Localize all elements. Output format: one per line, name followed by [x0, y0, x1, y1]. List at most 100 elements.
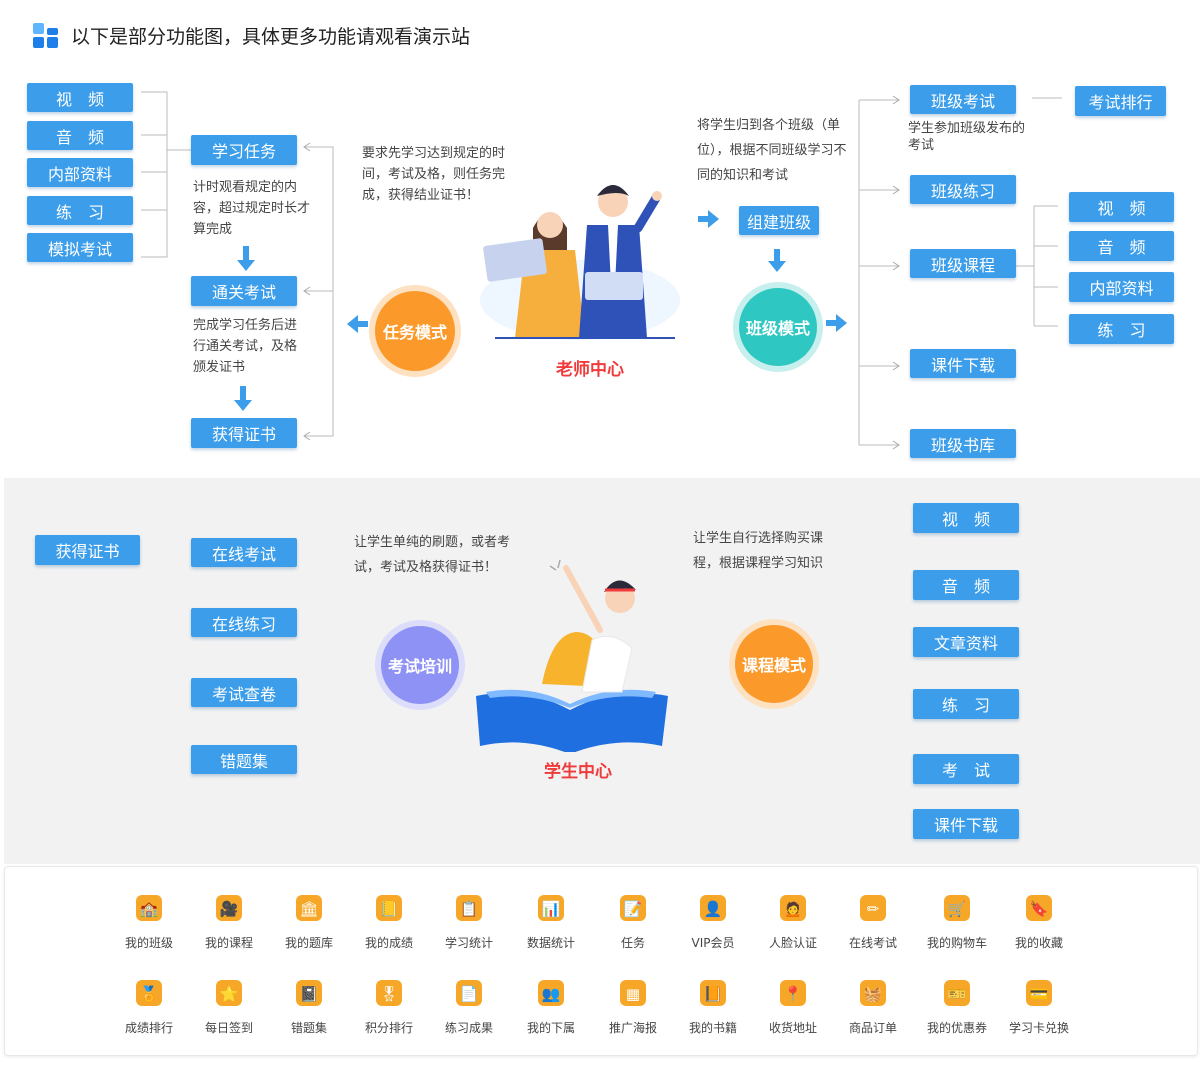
feature-location[interactable]: 📍收货地址: [753, 975, 833, 1036]
svg-text:🏅: 🏅: [140, 985, 159, 1003]
feature-vip[interactable]: 👤 VIP会员: [673, 890, 753, 951]
feature-label: 在线考试: [848, 936, 897, 950]
feature-qrcode[interactable]: ▦ 推广海报: [593, 975, 673, 1036]
course-download[interactable]: 课件下载: [913, 809, 1019, 839]
task-step-study-desc: 计时观看规定的内容，超过规定时长才算完成: [193, 180, 311, 237]
feature-basket[interactable]: 🧺 商品订单: [833, 975, 913, 1036]
feature-pencil[interactable]: ✏ 在线考试: [833, 890, 913, 951]
basket-icon: 🧺: [855, 975, 891, 1011]
book-icon: 📙: [695, 975, 731, 1011]
class-exam-rank[interactable]: 考试排行: [1075, 86, 1166, 116]
location-icon: 📍: [775, 975, 811, 1011]
feature-label: 商品订单: [848, 1021, 897, 1035]
task-step-exam-desc: 完成学习任务后进行通关考试，及格颁发证书: [193, 318, 298, 375]
class-exam-desc: 学生参加班级发布的考试: [908, 121, 1026, 153]
svg-text:👥: 👥: [542, 985, 561, 1003]
student-illustration: [472, 559, 672, 754]
task-step-exam[interactable]: 通关考试: [191, 276, 297, 306]
feature-label: 练习成果: [444, 1021, 493, 1035]
svg-text:🎥: 🎥: [220, 900, 239, 918]
vip-icon: 👤: [695, 890, 731, 926]
feature-label: 数据统计: [526, 936, 575, 950]
feature-bank[interactable]: 🏛我的题库: [269, 890, 349, 951]
feature-signin[interactable]: ⭐每日签到: [189, 975, 269, 1036]
medal-book-icon: 📒: [371, 890, 407, 926]
student-online-practice[interactable]: 在线练习: [191, 608, 297, 637]
feature-cart[interactable]: 🛒 我的购物车: [917, 890, 997, 951]
class-course-audio[interactable]: 音 频: [1069, 231, 1174, 261]
student-cert[interactable]: 获得证书: [35, 535, 140, 565]
feature-card[interactable]: 💳学习卡兑换: [999, 975, 1079, 1036]
class-library[interactable]: 班级书库: [910, 429, 1016, 458]
svg-text:📍: 📍: [784, 985, 803, 1003]
course-audio[interactable]: 音 频: [913, 570, 1019, 600]
class-download[interactable]: 课件下载: [910, 349, 1016, 378]
teacher-left-internal[interactable]: 内部资料: [27, 158, 133, 187]
feature-edit-doc[interactable]: 📄 练习成果: [429, 975, 509, 1036]
edit-doc-icon: 📄: [451, 975, 487, 1011]
feature-panel: [4, 866, 1198, 1056]
feature-data[interactable]: 📊 数据统计: [511, 890, 591, 951]
task-mode-intro: 要求先学习达到规定的时间，考试及格，则任务完成，获得结业证书！: [362, 146, 506, 203]
feature-school[interactable]: 🏫我的班级: [109, 890, 189, 951]
class-course-internal[interactable]: 内部资料: [1069, 272, 1174, 302]
feature-coupon[interactable]: 🎫我的优惠券: [917, 975, 997, 1036]
qrcode-icon: ▦: [615, 975, 651, 1011]
teacher-left-mock-exam[interactable]: 模拟考试: [27, 233, 133, 262]
page-title: 以下是部分功能图，具体更多功能请观看演示站: [71, 26, 471, 48]
course-exam[interactable]: 考 试: [913, 754, 1019, 784]
svg-text:📊: 📊: [542, 900, 561, 918]
feature-book[interactable]: 📙我的书籍: [673, 975, 753, 1036]
feature-camera[interactable]: 🎥我的课程: [189, 890, 269, 951]
class-course[interactable]: 班级课程: [910, 249, 1016, 278]
feature-award[interactable]: 🏅成绩排行: [109, 975, 189, 1036]
student-exam-review[interactable]: 考试查卷: [191, 678, 297, 707]
feature-bookmark[interactable]: 🔖我的收藏: [999, 890, 1079, 951]
svg-text:🧺: 🧺: [864, 985, 883, 1003]
class-mode-circle[interactable]: 班级模式: [739, 288, 817, 366]
notebook-icon: 📓: [291, 975, 327, 1011]
class-mode-intro: 将学生归到各个班级（单位），根据不同班级学习不同的知识和考试: [697, 118, 847, 183]
arrow-down-1: [237, 246, 255, 271]
task-step-cert[interactable]: 获得证书: [191, 418, 297, 448]
task-icon: 📝: [615, 890, 651, 926]
course-practice[interactable]: 练 习: [913, 689, 1019, 719]
feature-report[interactable]: 📋学习统计: [429, 890, 509, 951]
exam-mode-circle[interactable]: 考试培训: [381, 626, 459, 704]
teacher-center-label: 老师中心: [556, 360, 624, 380]
feature-label: 推广海报: [608, 1021, 657, 1035]
student-online-exam[interactable]: 在线考试: [191, 538, 297, 567]
student-wrong-set[interactable]: 错题集: [191, 745, 297, 774]
svg-text:🎖: 🎖: [379, 985, 398, 1003]
course-mode-circle[interactable]: 课程模式: [735, 625, 813, 703]
feature-task[interactable]: 📝任务: [593, 890, 673, 951]
feature-face[interactable]: 🙍人脸认证: [753, 890, 833, 951]
card-icon: 💳: [1021, 975, 1057, 1011]
feature-label: 每日签到: [204, 1021, 253, 1035]
class-practice[interactable]: 班级练习: [910, 175, 1016, 204]
feature-medal-book[interactable]: 📒我的成绩: [349, 890, 429, 951]
arrow-down-2: [234, 386, 252, 411]
class-course-practice[interactable]: 练 习: [1069, 314, 1174, 344]
teacher-left-practice[interactable]: 练 习: [27, 196, 133, 225]
feature-ribbon[interactable]: 🎖积分排行: [349, 975, 429, 1036]
teacher-left-video[interactable]: 视 频: [27, 83, 133, 112]
course-articles[interactable]: 文章资料: [913, 627, 1019, 657]
task-mode-circle[interactable]: 任务模式: [375, 291, 455, 371]
course-video[interactable]: 视 频: [913, 503, 1019, 533]
class-course-video[interactable]: 视 频: [1069, 192, 1174, 222]
feature-label: VIP会员: [691, 936, 735, 950]
svg-text:📝: 📝: [624, 900, 643, 918]
face-icon: 🙍: [775, 890, 811, 926]
teacher-left-audio[interactable]: 音 频: [27, 121, 133, 150]
svg-text:✏: ✏: [867, 900, 880, 918]
pencil-icon: ✏: [855, 890, 891, 926]
class-build-button[interactable]: 组建班级: [739, 206, 819, 235]
feature-label: 我的购物车: [926, 936, 987, 950]
class-exam[interactable]: 班级考试: [910, 85, 1016, 114]
task-step-study[interactable]: 学习任务: [191, 135, 297, 165]
svg-text:🛒: 🛒: [948, 900, 967, 918]
feature-notebook[interactable]: 📓错题集: [269, 975, 349, 1036]
feature-team[interactable]: 👥我的下属: [511, 975, 591, 1036]
svg-text:🏛: 🏛: [299, 900, 318, 918]
